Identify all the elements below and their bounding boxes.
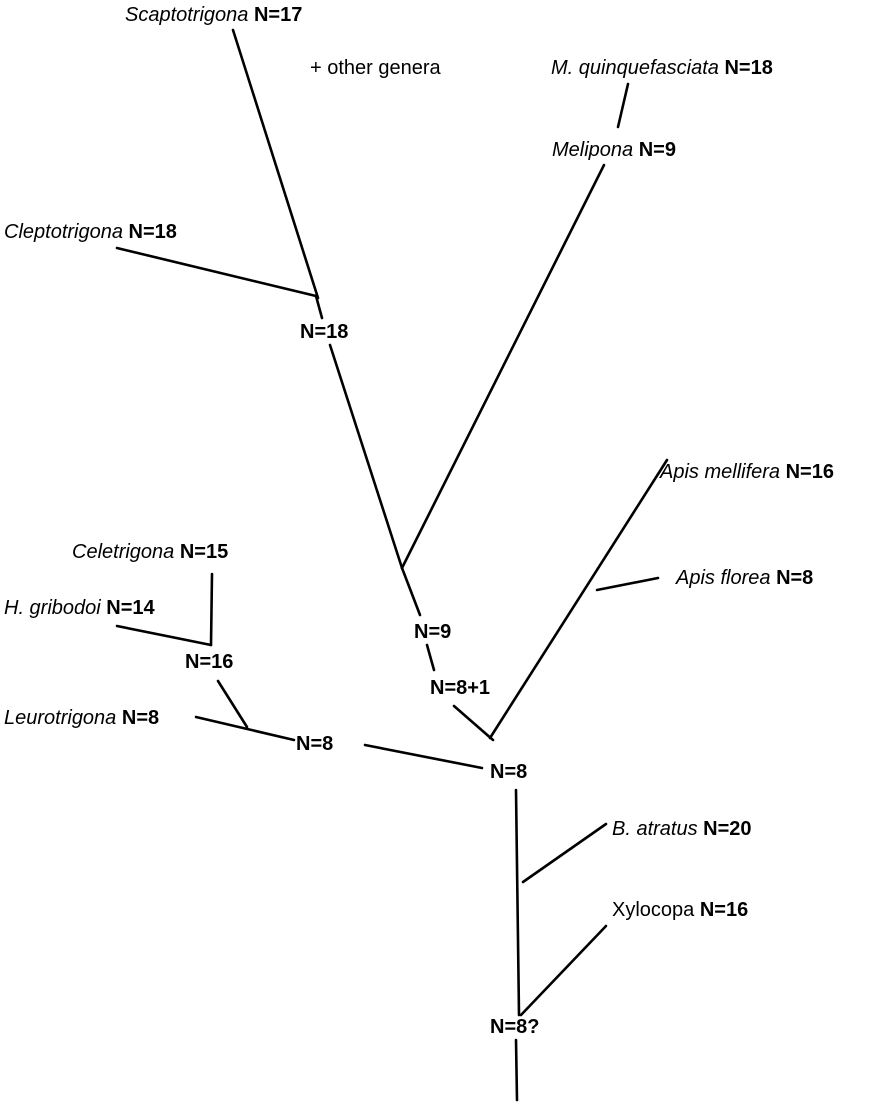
tip-b-atratus: B. atratus N=20 bbox=[612, 817, 752, 841]
tip-scaptotrigona-n: N=17 bbox=[253, 4, 303, 26]
branch-meliponini-base bbox=[400, 566, 422, 617]
other-genera-note: + other genera bbox=[310, 57, 441, 79]
node-root: N=8? bbox=[490, 1016, 540, 1038]
tip-leurotrigona-n: N=8 bbox=[121, 707, 160, 729]
tip-apis-mellifera-n: N=16 bbox=[785, 461, 834, 483]
branch-b-atratus bbox=[521, 822, 608, 884]
tip-cleptotrigona: Cleptotrigona N=18 bbox=[4, 220, 177, 244]
tip-cleptotrigona-n: N=18 bbox=[128, 221, 177, 243]
tip-apis-mellifera: Apis mellifera N=16 bbox=[660, 460, 834, 484]
tip-xylocopa: Xylocopa N=16 bbox=[612, 898, 748, 922]
tip-celetrigona-n: N=15 bbox=[179, 541, 229, 563]
node-celetrigona-clade: N=16 bbox=[185, 651, 234, 673]
tip-scaptotrigona-name: Scaptotrigona bbox=[125, 4, 249, 26]
tip-m-quinquefasciata-n: N=18 bbox=[724, 57, 773, 79]
tip-b-atratus-n: N=20 bbox=[703, 818, 752, 840]
tip-m-quinquefasciata: M. quinquefasciata N=18 bbox=[551, 56, 773, 80]
branch-root bbox=[514, 1038, 519, 1102]
branch-celetrigona-clade bbox=[216, 679, 249, 729]
branch-apini-meliponini-up bbox=[425, 643, 436, 672]
tip-cleptotrigona-name: Cleptotrigona bbox=[4, 221, 123, 243]
tip-apis-mellifera-name: Apis mellifera bbox=[660, 461, 781, 483]
tip-melipona-n: N=9 bbox=[638, 139, 676, 161]
tip-melipona-name: Melipona bbox=[552, 139, 634, 161]
node-meliponini-crown: N=18 bbox=[300, 321, 349, 343]
branch-leurotrigona-clade bbox=[363, 743, 484, 770]
tip-melipona: Melipona N=9 bbox=[552, 138, 676, 162]
branch-leurotrigona bbox=[194, 715, 296, 742]
branch-apis-florea bbox=[595, 576, 660, 592]
branch-meliponini-crown-down bbox=[328, 343, 404, 570]
branch-cleptotrigona bbox=[115, 246, 318, 298]
branch-m-quinquefasciata bbox=[616, 82, 630, 129]
node-apini-meliponini: N=8+1 bbox=[430, 677, 491, 699]
branch-h-gribodoi bbox=[115, 624, 213, 647]
tip-celetrigona-name: Celetrigona bbox=[72, 541, 175, 563]
branch-apini-meliponini-down bbox=[452, 704, 495, 742]
branch-scaptotrigona bbox=[231, 28, 320, 300]
branch-meliponini-crown-up bbox=[314, 294, 324, 320]
tip-celetrigona: Celetrigona N=15 bbox=[72, 540, 228, 564]
tip-h-gribodoi-name: H. gribodoi bbox=[4, 597, 101, 619]
tip-xylocopa-name: Xylocopa bbox=[612, 899, 695, 921]
branch-melipona bbox=[400, 163, 606, 570]
tip-h-gribodoi: H. gribodoi N=14 bbox=[4, 596, 155, 620]
tip-h-gribodoi-n: N=14 bbox=[106, 597, 155, 619]
node-meliponini-base: N=9 bbox=[414, 621, 452, 643]
tip-b-atratus-name: B. atratus bbox=[612, 818, 698, 840]
branch-corbiculate bbox=[514, 788, 521, 1017]
tip-m-quinquefasciata-name: M. quinquefasciata bbox=[551, 57, 719, 79]
tip-leurotrigona-name: Leurotrigona bbox=[4, 707, 117, 729]
tip-leurotrigona: Leurotrigona N=8 bbox=[4, 706, 159, 730]
tip-apis-florea: Apis florea N=8 bbox=[676, 566, 813, 590]
branch-celetrigona bbox=[209, 572, 214, 647]
tip-apis-florea-name: Apis florea bbox=[676, 567, 771, 589]
tip-xylocopa-n: N=16 bbox=[699, 899, 749, 921]
tip-scaptotrigona: Scaptotrigona N=17 bbox=[125, 3, 302, 27]
branch-apis-mellifera bbox=[488, 458, 669, 740]
tip-apis-florea-n: N=8 bbox=[776, 567, 814, 589]
branch-xylocopa bbox=[519, 924, 608, 1017]
node-leurotrigona-clade: N=8 bbox=[296, 733, 334, 755]
node-corbiculate: N=8 bbox=[490, 761, 528, 783]
